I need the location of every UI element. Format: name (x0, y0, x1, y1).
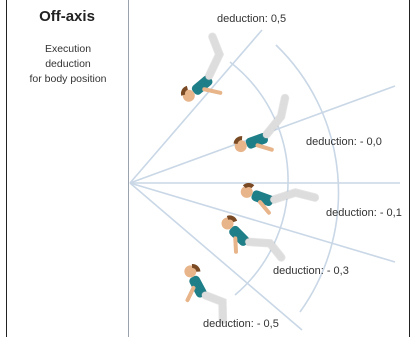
zone-boundary-rays (129, 29, 400, 331)
zone-label-3: deduction: - 0,1 (326, 207, 402, 219)
zone-ray-1 (129, 29, 263, 184)
zone-label-4: deduction: - 0,3 (273, 265, 349, 277)
left-border-line (6, 0, 7, 337)
zone-arcs (229, 44, 340, 313)
zone-ray-5 (129, 182, 303, 331)
right-border-line (409, 0, 410, 337)
outer-arc (275, 44, 340, 313)
zone-label-1: deduction: 0,5 (217, 13, 287, 25)
gymnast-figure-3 (240, 183, 320, 215)
panel-subtitle: Execution deduction for body position (10, 42, 126, 87)
gymnast-figure-5 (184, 263, 228, 325)
zone-ray-4 (129, 182, 396, 263)
gymnast-figure-1 (180, 32, 225, 102)
zone-label-5: deduction: - 0,5 (203, 318, 279, 330)
zone-label-2: deduction: - 0,0 (306, 136, 382, 148)
gymnast-figure-4 (221, 215, 286, 262)
subtitle-line-1: Execution (44, 43, 92, 55)
panel-title: Off-axis (39, 8, 95, 25)
axis-divider-line (128, 0, 129, 337)
subtitle-line-3: for body position (29, 73, 107, 85)
inner-arc (229, 61, 289, 296)
gymnast-figure-2 (233, 93, 290, 153)
subtitle-line-2: deduction (45, 58, 91, 70)
